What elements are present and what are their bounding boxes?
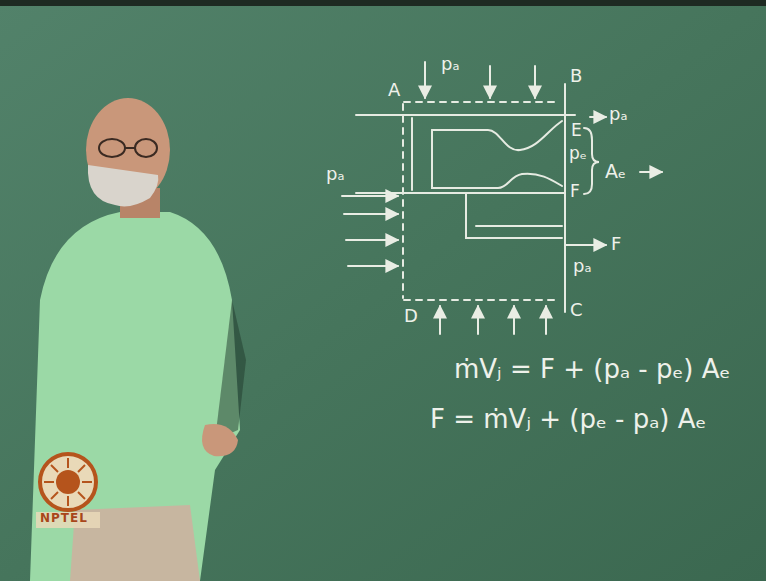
corner-letter: D <box>404 306 418 326</box>
nozzle-lower-wall <box>432 130 562 188</box>
nacelle-bottom-line <box>356 192 565 194</box>
pressure-arrow <box>424 62 426 98</box>
pressure-arrow <box>513 306 515 334</box>
jet-arrow <box>640 171 662 173</box>
pressure-arrow <box>489 66 491 98</box>
nptel-logo <box>36 454 100 528</box>
corner-letter: C <box>570 300 583 320</box>
pressure-label: pₐ <box>609 104 627 124</box>
control-volume-bottom <box>404 299 560 301</box>
strut-inner <box>476 225 562 227</box>
inlet-line <box>411 118 413 190</box>
pressure-arrow <box>342 195 398 197</box>
station-letter: E <box>571 121 582 140</box>
control-volume-left <box>402 104 404 298</box>
logo-centre <box>56 470 80 494</box>
control-volume-right <box>564 84 566 312</box>
strut <box>466 193 562 238</box>
station-letter: F <box>570 182 580 201</box>
pressure-arrow <box>477 306 479 334</box>
pressure-arrow <box>534 66 536 98</box>
pressure-arrow <box>545 306 547 334</box>
equation: ṁVⱼ = F + (pₐ - pₑ) Aₑ <box>454 355 730 384</box>
logo-ring <box>40 454 96 510</box>
control-volume-top <box>404 101 560 103</box>
corner-letter: A <box>388 80 400 100</box>
pressure-label: pₐ <box>326 164 344 184</box>
pressure-arrow <box>346 239 398 241</box>
force-label: F <box>611 234 621 254</box>
logo-text-ground <box>36 512 100 528</box>
pressure-arrow <box>439 306 441 334</box>
thrust-arrow <box>566 244 606 246</box>
equation: F = ṁVⱼ + (pₑ - pₐ) Aₑ <box>430 405 706 434</box>
lecturer-beard <box>88 165 158 206</box>
lecturer-shadow <box>215 300 246 440</box>
pressure-label: pₐ <box>573 256 591 276</box>
lecturer-glasses <box>99 139 157 157</box>
area-label: Aₑ <box>605 161 626 182</box>
logo-text: NPTEL <box>40 512 88 525</box>
pressure-arrow <box>348 265 398 267</box>
nacelle-top-line <box>356 114 575 116</box>
nozzle-upper-wall <box>432 121 562 150</box>
logo-rays <box>44 458 92 506</box>
pressure-label: pₐ <box>441 54 459 74</box>
board-top-edge <box>0 0 766 6</box>
ambient-arrow <box>590 116 606 118</box>
lecturer <box>30 98 246 581</box>
corner-letter: B <box>570 66 582 86</box>
lecturer-shirt <box>30 212 240 581</box>
pressure-label: pₑ <box>569 144 587 163</box>
lecturer-hand <box>202 424 238 456</box>
pressure-arrow <box>344 213 398 215</box>
